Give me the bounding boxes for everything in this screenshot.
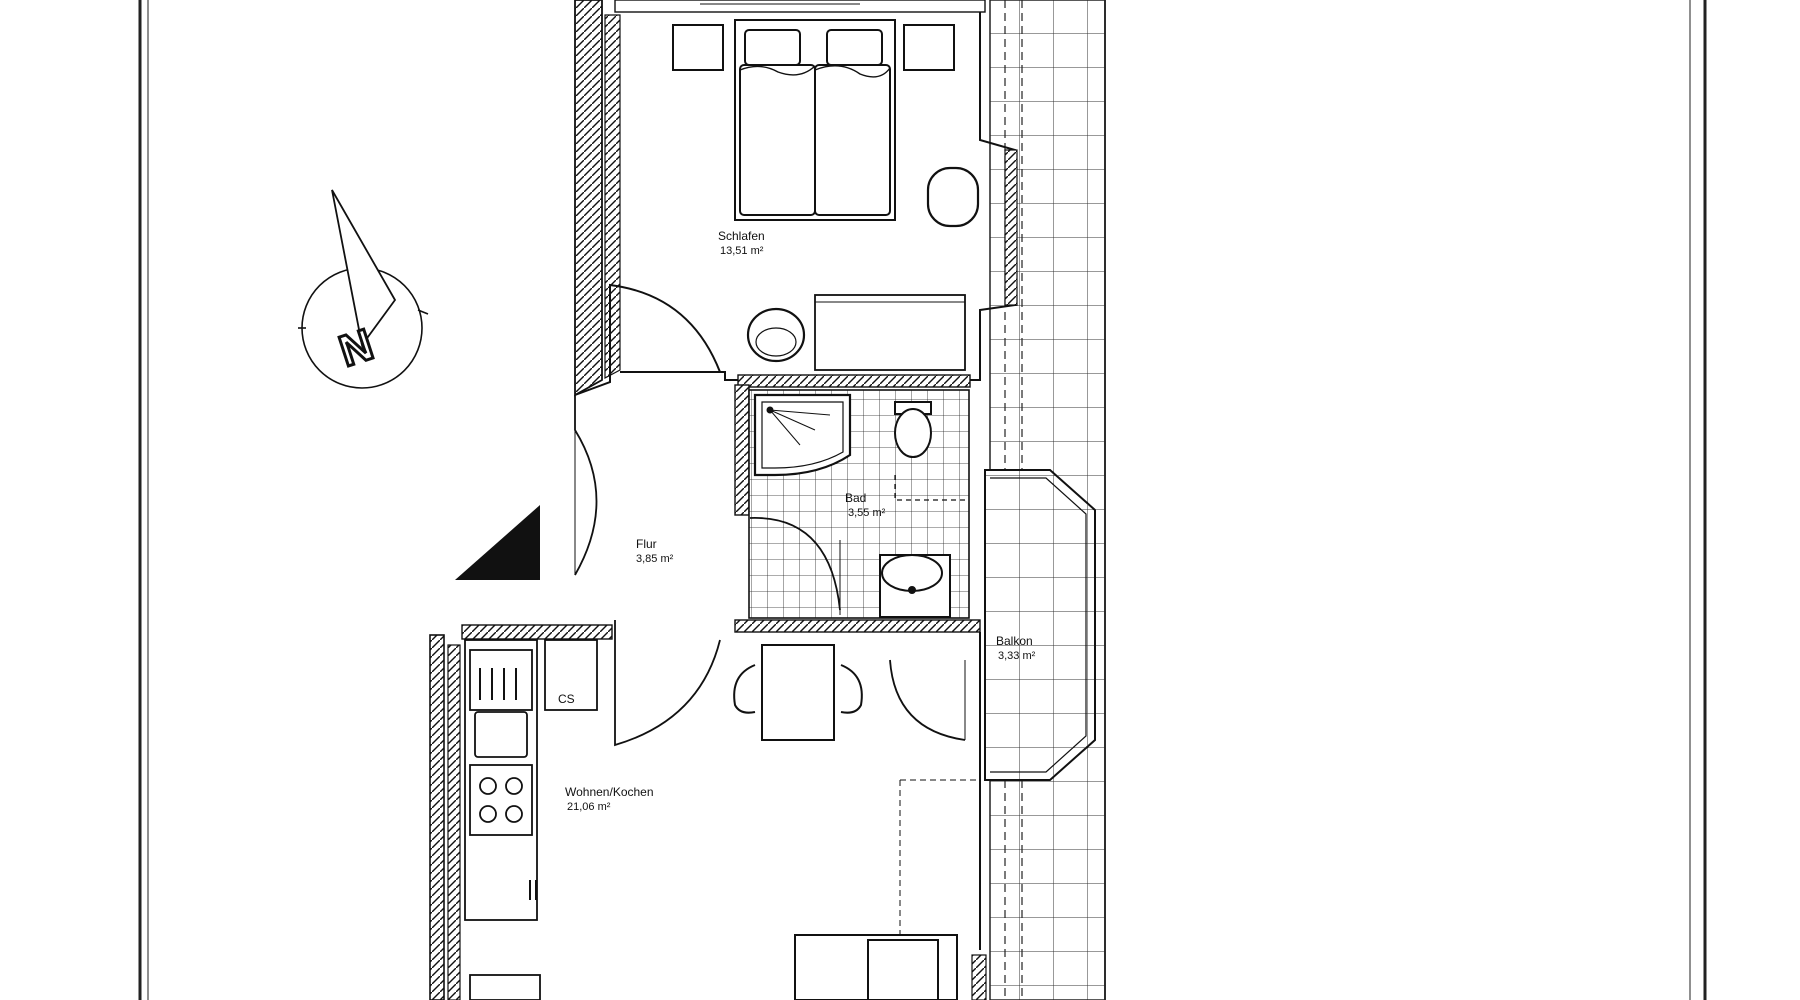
cabinet-cs: CS <box>544 639 598 711</box>
room-flur <box>574 283 721 747</box>
wardrobe <box>814 294 966 371</box>
bathroom-door-swing <box>749 517 841 615</box>
kitchen-door-swing <box>889 659 966 741</box>
double-bed <box>734 19 896 221</box>
room-area-schlafen: 13,51 m² <box>720 245 764 257</box>
entrance-marker <box>455 505 540 580</box>
shower-tray <box>753 393 852 477</box>
sofa <box>794 934 958 1000</box>
room-area-bad: 3,55 m² <box>848 507 886 519</box>
room-label-flur: Flur <box>636 537 657 551</box>
room-label-schlafen: Schlafen <box>718 229 765 243</box>
room-area-wohnen: 21,06 m² <box>567 801 611 813</box>
toilet <box>894 401 965 501</box>
room-label-wohnen: Wohnen/Kochen <box>565 785 654 799</box>
nightstand-left <box>672 24 724 71</box>
kitchen-counter <box>464 639 538 921</box>
page-border <box>138 0 1707 1000</box>
room-label-balkon: Balkon <box>996 634 1033 648</box>
bedroom-west-wall <box>574 0 621 397</box>
washbasin <box>879 554 951 618</box>
svg-text:CS: CS <box>558 692 575 706</box>
room-balkon <box>984 469 1096 781</box>
room-label-bad: Bad <box>845 491 866 505</box>
nightstand-right <box>903 24 955 71</box>
room-area-flur: 3,85 m² <box>636 553 674 565</box>
side-table <box>469 974 541 1000</box>
room-schlafen <box>614 0 1018 381</box>
stool-bedroom <box>746 307 806 363</box>
dining-table <box>733 644 863 741</box>
armchair-bedroom <box>926 166 980 228</box>
room-area-balkon: 3,33 m² <box>998 650 1036 662</box>
north-arrow-compass: N <box>298 189 429 389</box>
